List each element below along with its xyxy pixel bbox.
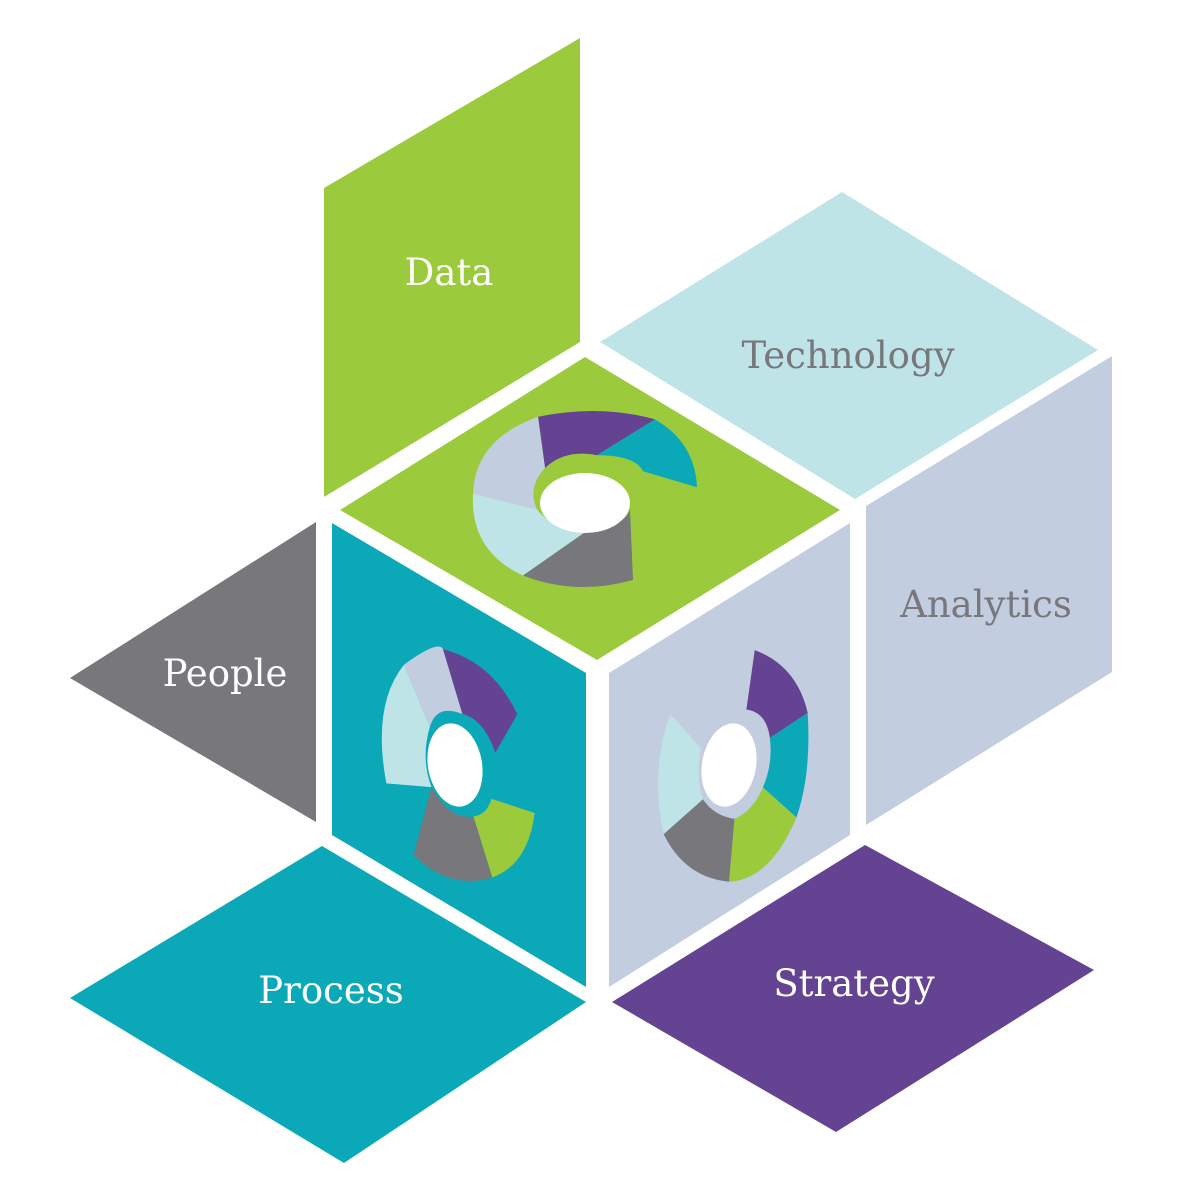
logo-segment-right-2 — [762, 713, 809, 818]
logo-segment-left-6 — [413, 787, 493, 882]
logo-segment-right-6 — [670, 660, 722, 749]
technology-label: Technology — [741, 334, 954, 377]
logo-hole-top — [540, 473, 630, 533]
logo-segment-top-1 — [538, 410, 655, 468]
logo-segment-right-1 — [746, 650, 808, 739]
logo-segment-left-2 — [442, 649, 518, 753]
technology-panel — [600, 192, 1098, 499]
logo-segment-right-5 — [658, 713, 703, 835]
logo-hole-left — [427, 723, 483, 807]
process-label: Process — [258, 969, 403, 1012]
logo-segment-top-4 — [472, 493, 590, 576]
data-label: Data — [405, 251, 494, 294]
logo-segment-top-2 — [597, 419, 697, 488]
strategy-panel — [612, 845, 1094, 1132]
data-panel — [324, 38, 580, 497]
people-label: People — [163, 652, 288, 695]
logo-segment-left-5 — [473, 798, 535, 878]
logo-segment-left-4 — [491, 714, 537, 813]
process-panel — [70, 846, 586, 1163]
logo-mark-right — [658, 650, 809, 882]
logo-hole-right — [701, 723, 757, 807]
logo-mark-left — [381, 646, 537, 882]
analytics-panel — [866, 356, 1112, 825]
strategy-label: Strategy — [773, 962, 934, 1005]
logo-segment-right-3 — [729, 787, 797, 882]
logo-segment-top-3 — [473, 416, 545, 510]
logo-segment-left-1 — [403, 646, 463, 727]
analytics-label: Analytics — [899, 583, 1072, 626]
people-panel — [70, 522, 316, 822]
logo-segment-right-4 — [663, 799, 735, 882]
logo-segment-left-3 — [381, 664, 432, 788]
